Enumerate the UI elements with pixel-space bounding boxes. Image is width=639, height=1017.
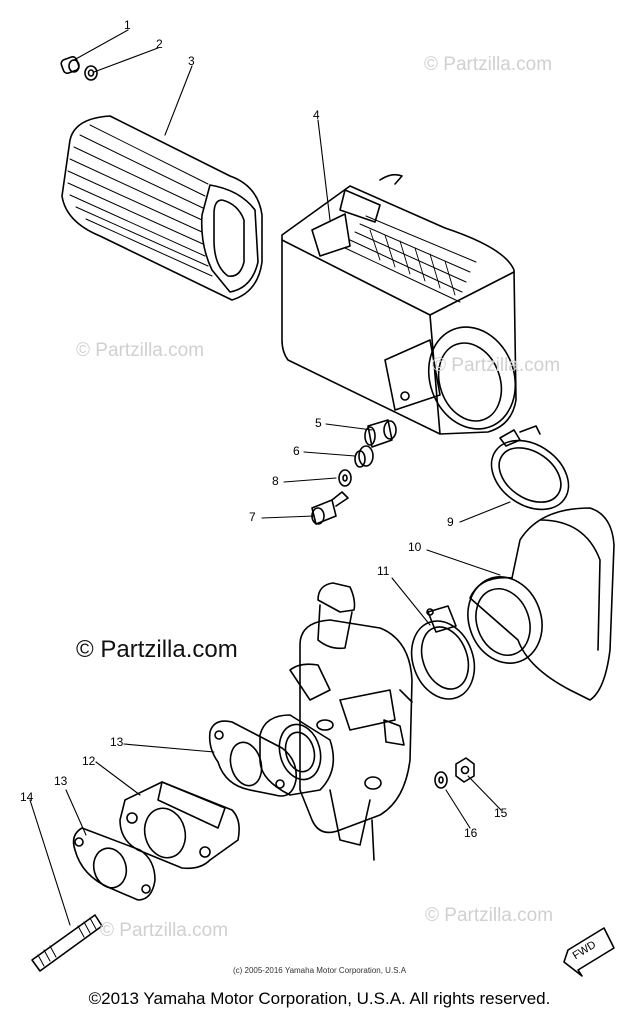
callout-13-upper: 13: [110, 735, 124, 749]
callout-13-lower: 13: [54, 774, 68, 788]
insulator-part-12: [119, 781, 240, 870]
forward-arrow-icon: [563, 927, 615, 977]
watermark: © Partzilla.com: [100, 920, 229, 941]
air-filter-element-part-2: [61, 115, 263, 301]
callout-12: 12: [82, 754, 96, 768]
callout-1: 4: [313, 108, 320, 122]
clamp-part-11: [410, 605, 476, 700]
callout-7: 7: [249, 510, 256, 524]
watermark: © Partzilla.com: [425, 905, 554, 926]
callout-16: 16: [464, 826, 478, 840]
callout-4: 2: [156, 37, 163, 51]
nut-part-15: [455, 757, 475, 783]
watermark: © Partzilla.com: [76, 340, 205, 361]
joint-part-10: [467, 507, 615, 701]
leader-lines: [29, 29, 511, 926]
callout-10: 10: [408, 540, 422, 554]
stud-bolt-part-14: [31, 914, 103, 972]
band-clamp-part-9: [490, 425, 570, 511]
collar-part-6: [354, 445, 374, 468]
diagram-copyright-caption: (c) 2005-2016 Yamaha Motor Corporation, …: [232, 966, 407, 975]
callout-11: 11: [377, 564, 390, 578]
callout-14: 14: [20, 790, 34, 804]
callout-15: 15: [494, 806, 508, 820]
callout-6: 6: [293, 444, 300, 458]
footer-copyright: ©2013 Yamaha Motor Corporation, U.S.A. A…: [88, 989, 551, 1008]
washer-part-8: [338, 469, 352, 487]
watermark: © Partzilla.com: [432, 355, 561, 376]
gasket-part-13-lower: [72, 827, 156, 901]
carburetor: [259, 582, 413, 861]
callout-3: 1: [124, 18, 131, 32]
callout-5: 5: [315, 416, 322, 430]
callout-8: 8: [272, 474, 279, 488]
fwd-label: FWD: [571, 939, 599, 962]
grommet-part-5: [364, 419, 397, 448]
washer-part-4: [84, 65, 98, 81]
callout-2: 3: [188, 54, 195, 68]
callout-9: 9: [447, 515, 454, 529]
watermark: © Partzilla.com: [76, 636, 238, 663]
air-filter-case-part-1: [281, 173, 517, 435]
washer-part-16: [434, 771, 448, 789]
gasket-part-13-upper: [208, 720, 298, 797]
watermark: © Partzilla.com: [424, 54, 553, 75]
bolt-part-7: [311, 491, 349, 525]
